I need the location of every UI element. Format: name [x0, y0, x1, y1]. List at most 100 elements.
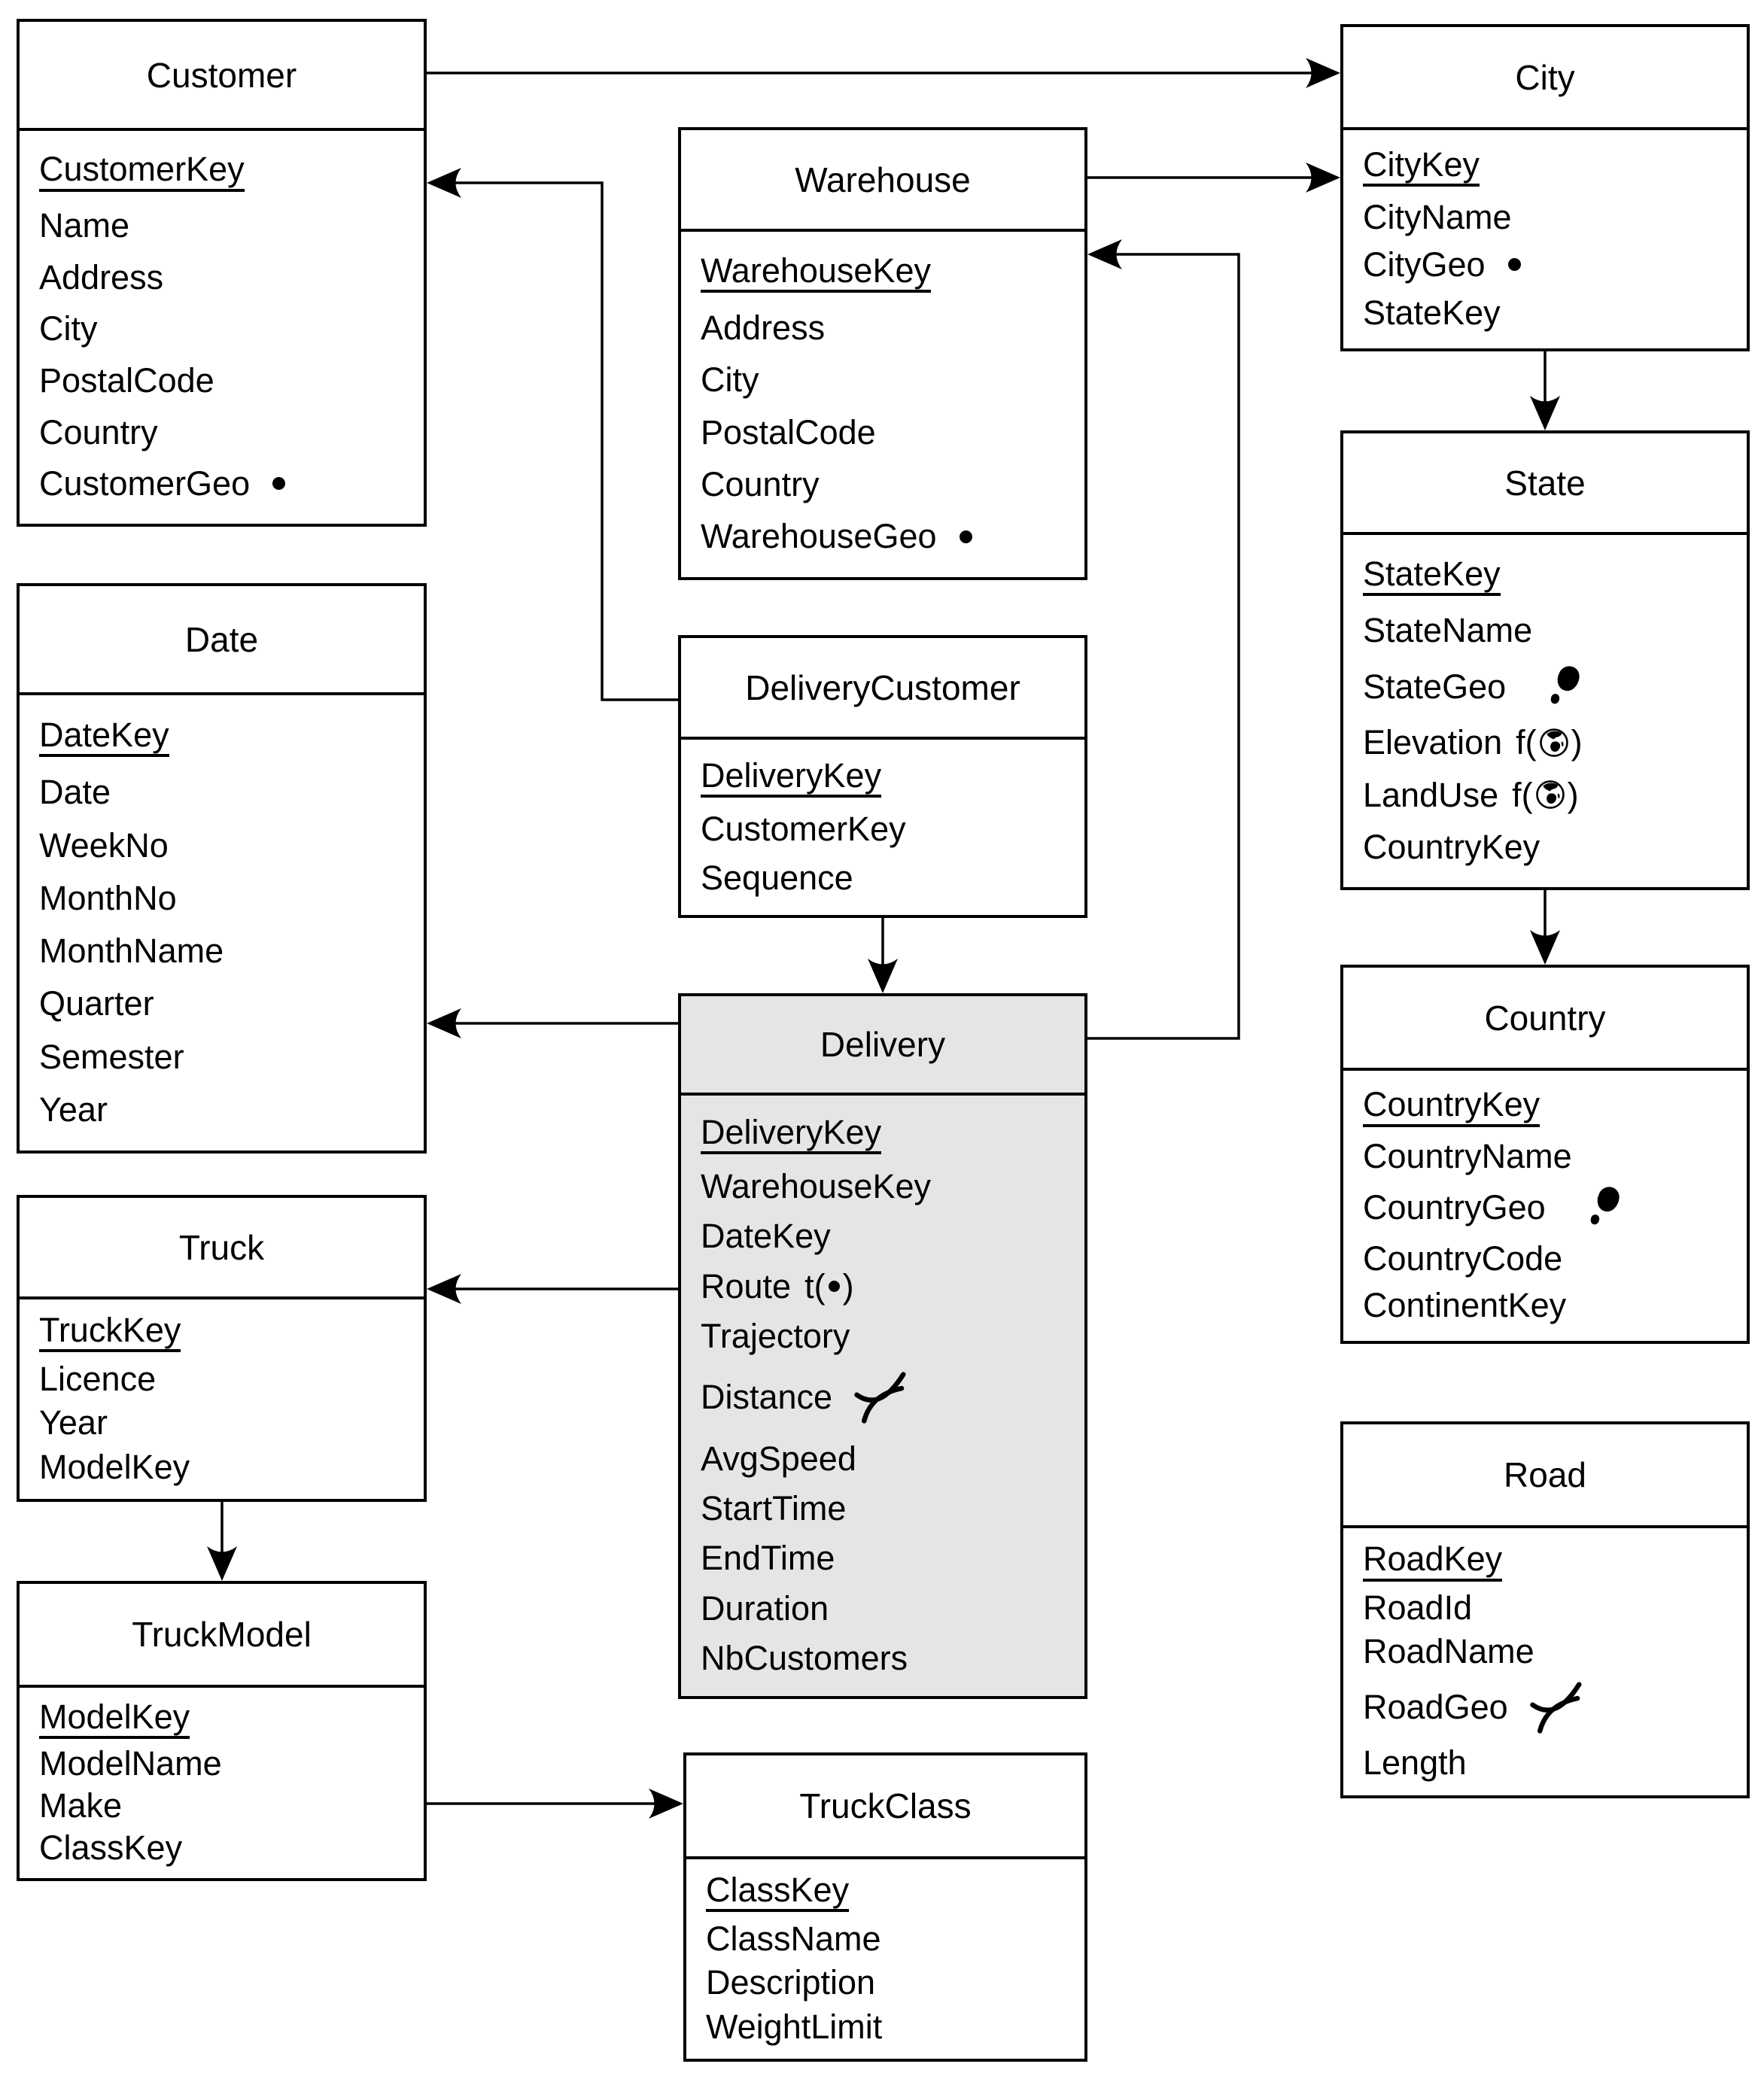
- entity-header: Country: [1343, 968, 1747, 1071]
- attribute-endtime: EndTime: [701, 1540, 1077, 1576]
- relationship-truckmodel-truckclass: [427, 1789, 683, 1819]
- attribute-warehousekey: WarehouseKey: [701, 1167, 1077, 1206]
- attribute-name: Country: [39, 412, 158, 451]
- relationship-warehouse-city: [1087, 163, 1340, 193]
- relationship-state-country: [1530, 890, 1560, 965]
- entity-title: Road: [1504, 1455, 1586, 1494]
- attribute-date: Date: [39, 774, 416, 810]
- attribute-citykey: CityKey: [1363, 147, 1739, 187]
- attribute-continentkey: ContinentKey: [1363, 1287, 1739, 1324]
- attribute-starttime: StartTime: [701, 1489, 1077, 1528]
- attribute-name: ClassKey: [39, 1828, 183, 1867]
- attribute-length: Length: [1363, 1745, 1739, 1781]
- attribute-modelname: ModelName: [39, 1746, 416, 1782]
- entity-title: Country: [1484, 998, 1606, 1038]
- attribute-name: CountryCode: [1363, 1239, 1563, 1278]
- attribute-name: Trajectory: [701, 1316, 850, 1355]
- entity-header: TruckModel: [20, 1584, 424, 1688]
- field-function-globe-icon: f(): [1516, 723, 1583, 762]
- attribute-name: MonthNo: [39, 878, 177, 917]
- attribute-name: Name: [39, 206, 130, 245]
- attribute-classname: ClassName: [706, 1920, 1077, 1956]
- arrowhead-icon: [649, 1789, 683, 1819]
- primary-key-attribute-name: StateKey: [1363, 556, 1501, 597]
- attribute-stategeo: StateGeo: [1363, 664, 1739, 708]
- attribute-name: Semester: [39, 1037, 184, 1076]
- attribute-name: PostalCode: [701, 412, 876, 451]
- attribute-countrycode: CountryCode: [1363, 1239, 1739, 1278]
- attribute-cityname: CityName: [1363, 199, 1739, 235]
- entity-header: TruckClass: [686, 1755, 1084, 1859]
- attribute-statename: StateName: [1363, 612, 1739, 649]
- attribute-name: Date: [39, 773, 111, 812]
- attribute-name: CustomerGeo: [39, 464, 251, 503]
- attribute-warehousegeo: WarehouseGeo: [701, 517, 1077, 556]
- attribute-name: PostalCode: [39, 361, 214, 400]
- attribute-name: Elevation: [1363, 723, 1503, 762]
- arrowhead-icon: [868, 959, 898, 993]
- attribute-quarter: Quarter: [39, 986, 416, 1022]
- attribute-country: Country: [39, 412, 416, 451]
- attribute-address: Address: [701, 308, 1077, 347]
- attribute-postalcode: PostalCode: [39, 361, 416, 400]
- attribute-name: RoadName: [1363, 1632, 1534, 1671]
- attribute-customerkey: CustomerKey: [701, 811, 1077, 847]
- entity-header: Warehouse: [681, 130, 1084, 232]
- attribute-modelkey: ModelKey: [39, 1447, 416, 1486]
- attribute-classkey: ClassKey: [39, 1828, 416, 1867]
- attribute-name: WarehouseKey: [701, 1167, 931, 1206]
- attribute-weekno: WeekNo: [39, 825, 416, 865]
- point-geometry-icon: [1507, 258, 1521, 272]
- entity-header: Delivery: [681, 996, 1084, 1096]
- attribute-name: Distance: [701, 1378, 833, 1417]
- attribute-modelkey: ModelKey: [39, 1699, 416, 1740]
- attribute-name: RoadGeo: [1363, 1688, 1508, 1727]
- attribute-monthno: MonthNo: [39, 880, 416, 916]
- attribute-city: City: [39, 311, 416, 347]
- entity-header: State: [1343, 433, 1747, 535]
- relationship-deliverycustomer-customer: [427, 168, 678, 701]
- attribute-datekey: DateKey: [701, 1218, 1077, 1254]
- relationship-truck-truckmodel: [207, 1502, 237, 1581]
- attribute-countrykey: CountryKey: [1363, 1087, 1739, 1127]
- attribute-name: AvgSpeed: [701, 1439, 856, 1478]
- attribute-customerkey: CustomerKey: [39, 151, 416, 192]
- attribute-name: StartTime: [701, 1489, 847, 1528]
- attribute-name: Year: [39, 1090, 108, 1129]
- entity-title: State: [1504, 463, 1586, 503]
- attribute-name: WeightLimit: [706, 2007, 883, 2046]
- attribute-statekey: StateKey: [1363, 556, 1739, 597]
- attribute-deliverykey: DeliveryKey: [701, 1114, 1077, 1155]
- primary-key-attribute-name: TruckKey: [39, 1312, 181, 1353]
- attribute-name: WarehouseGeo: [701, 517, 937, 556]
- attribute-year: Year: [39, 1090, 416, 1129]
- attribute-name: CustomerKey: [701, 809, 906, 848]
- attribute-name: CountryKey: [1363, 827, 1540, 866]
- entity-title: TruckClass: [799, 1786, 972, 1825]
- relationship-delivery-truck: [427, 1274, 678, 1304]
- attribute-citygeo: CityGeo: [1363, 247, 1739, 282]
- region-geometry-icon: [1585, 1185, 1624, 1229]
- entity-title: Warehouse: [795, 160, 971, 199]
- attribute-name: NbCustomers: [701, 1638, 908, 1677]
- attribute-name: WeekNo: [39, 825, 169, 865]
- attribute-nbcustomers: NbCustomers: [701, 1640, 1077, 1676]
- attribute-name: ModelKey: [39, 1447, 190, 1486]
- attribute-duration: Duration: [701, 1590, 1077, 1626]
- primary-key-attribute-name: CountryKey: [1363, 1087, 1540, 1127]
- arrowhead-icon: [1306, 58, 1340, 88]
- point-geometry-icon: [959, 530, 972, 543]
- attribute-address: Address: [39, 259, 416, 295]
- relationship-delivery-date: [427, 1008, 678, 1038]
- relationship-delivery-warehouse: [1087, 239, 1240, 1040]
- attribute-name: Address: [701, 308, 826, 347]
- attribute-name: CountryName: [1363, 1136, 1572, 1175]
